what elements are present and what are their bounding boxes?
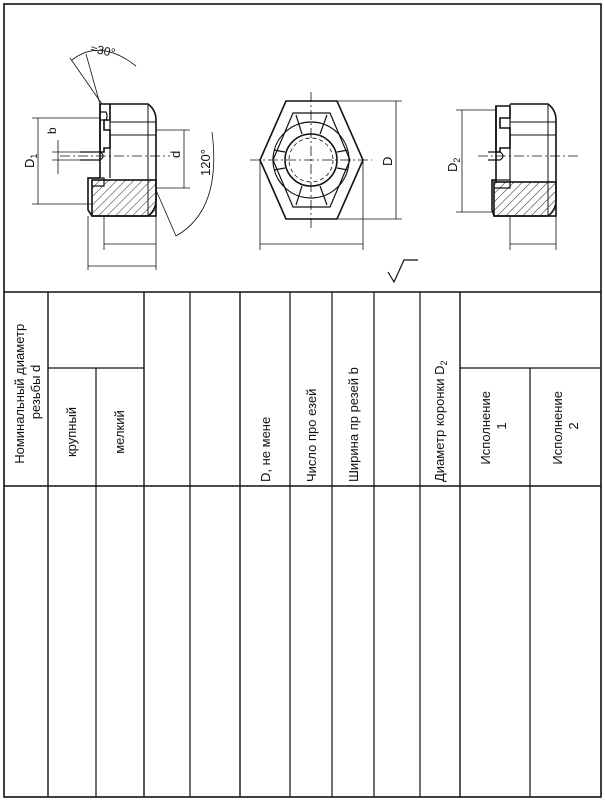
header-fine: мелкий (112, 410, 127, 454)
header-D-min: D, не мене (258, 417, 273, 482)
header-variant-2: Исполнение 2 (550, 387, 581, 464)
header-coarse: крупный (64, 407, 79, 457)
parameter-table (4, 292, 601, 797)
header-slot-count: Число про езей (304, 389, 319, 482)
dim-b-label: b (45, 127, 59, 134)
dim-d-label: d (168, 151, 183, 158)
dim-D2-label: D2 (445, 158, 462, 172)
header-variant-1: Исполнение 1 (478, 387, 509, 464)
top-view-hexagon (250, 92, 402, 250)
dim-D-label: D (380, 157, 395, 166)
header-crown-diameter: Диаметр коронки D2 (432, 361, 449, 483)
header-nominal-diameter: Номинальный диаметр резьбы d (12, 320, 43, 464)
header-slot-width: Ширина пр резей b (346, 367, 361, 482)
angle-chamfer-label: ≈30° (89, 41, 116, 60)
angle-slot-label: 120° (198, 149, 213, 176)
sheet-border (3, 3, 602, 798)
side-view-right (456, 103, 580, 250)
dim-D1-label: D1 (22, 154, 39, 168)
side-view-left (32, 49, 215, 270)
roughness-symbol (387, 259, 418, 284)
